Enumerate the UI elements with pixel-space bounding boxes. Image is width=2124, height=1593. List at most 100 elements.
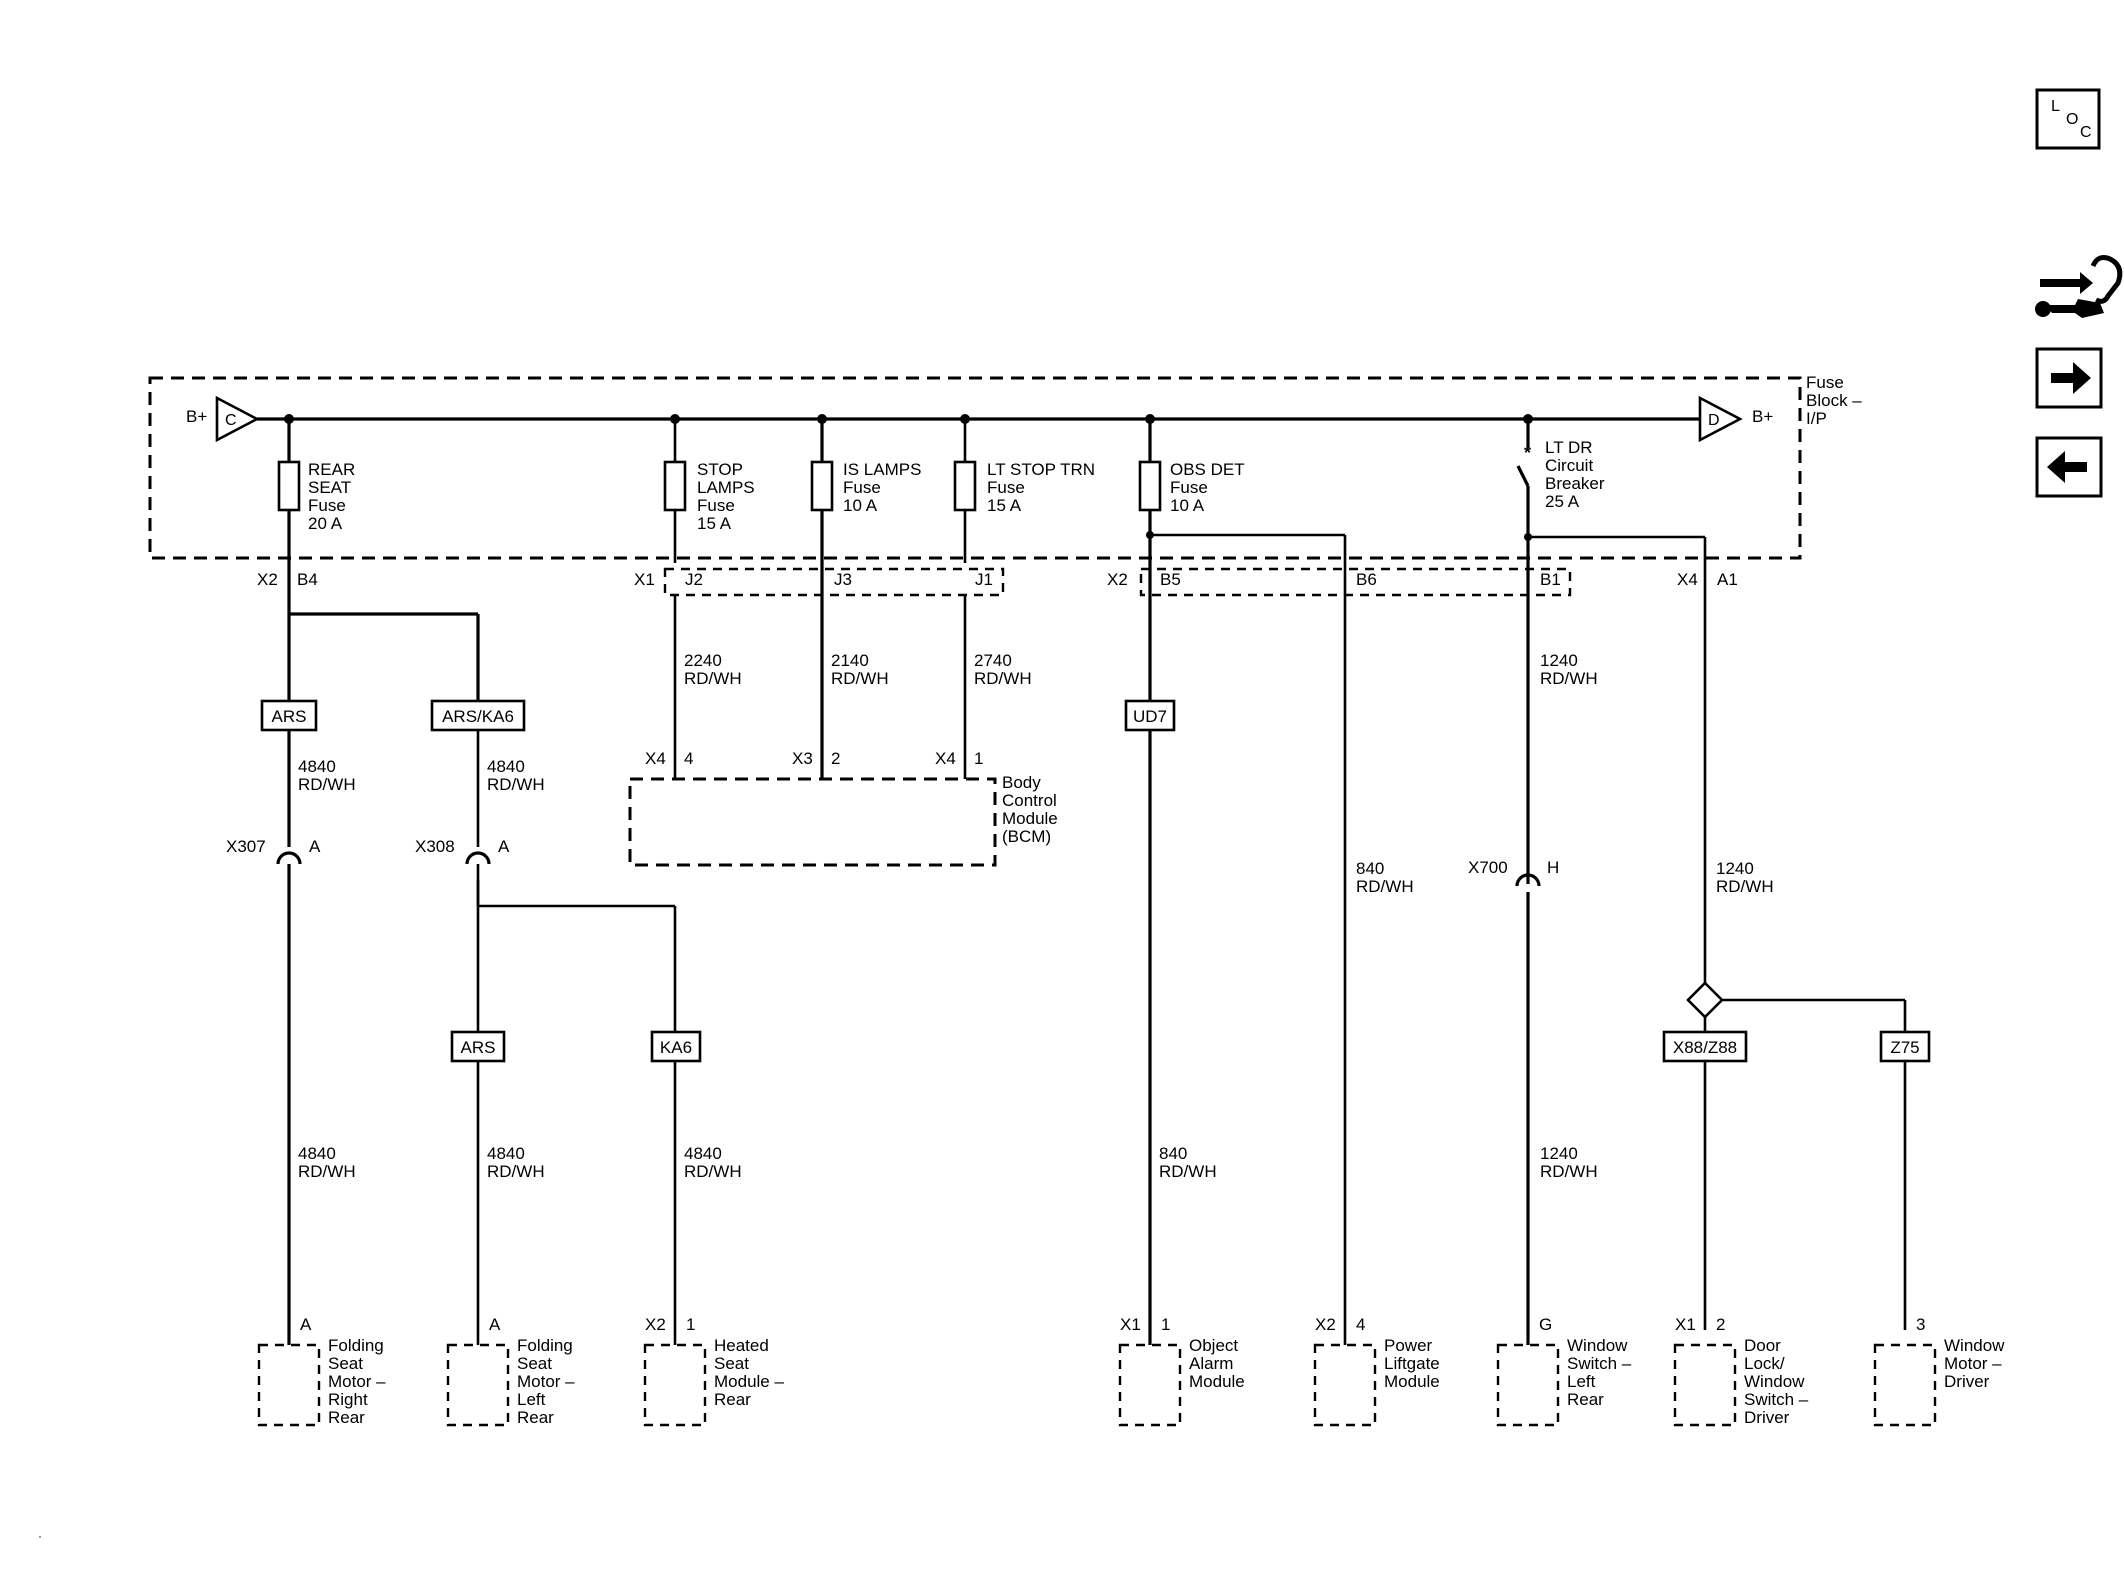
svg-text:1240: 1240 [1540, 1144, 1578, 1163]
svg-text:2: 2 [1716, 1315, 1725, 1334]
svg-text:X1: X1 [634, 570, 655, 589]
option-z75 [1879, 1030, 1931, 1063]
svg-text:LT STOP TRN: LT STOP TRN [987, 460, 1095, 479]
svg-text:RD/WH: RD/WH [487, 775, 545, 794]
svg-text:Rear: Rear [1567, 1390, 1604, 1409]
svg-text:Motor –: Motor – [1944, 1354, 2002, 1373]
prev-button[interactable] [2035, 436, 2103, 498]
svg-text:10 A: 10 A [843, 496, 878, 515]
wire-840-liftgate-num: 840 [1356, 859, 1384, 878]
svg-text:Module: Module [1002, 809, 1058, 828]
inline-connector-x700: X700 H [1468, 858, 1559, 892]
svg-text:Object: Object [1189, 1336, 1238, 1355]
svg-text:X2: X2 [645, 1315, 666, 1334]
svg-text:RD/WH: RD/WH [298, 1162, 356, 1181]
svg-text:B4: B4 [297, 570, 318, 589]
fuse-block-outline [148, 376, 1802, 560]
next-button[interactable] [2035, 347, 2103, 409]
loc-button[interactable]: L O C [2035, 88, 2101, 150]
connector-x1-bar [663, 567, 1005, 597]
loc-letter-c: C [2080, 124, 2092, 141]
svg-text:STOP: STOP [697, 460, 743, 479]
svg-text:4840: 4840 [487, 757, 525, 776]
arrow-left-icon [2047, 451, 2087, 483]
option-ars [260, 699, 318, 732]
svg-text:G: G [1539, 1315, 1552, 1334]
svg-text:Breaker: Breaker [1545, 474, 1605, 493]
splice-obs [1146, 531, 1154, 539]
svg-text:Folding: Folding [328, 1336, 384, 1355]
svg-text:LAMPS: LAMPS [697, 478, 755, 497]
fuse-block-label-1: Fuse [1806, 373, 1844, 392]
svg-text:4840: 4840 [298, 757, 336, 776]
svg-text:J1: J1 [975, 570, 993, 589]
svg-text:A: A [498, 837, 510, 856]
svg-text:4840: 4840 [684, 1144, 722, 1163]
svg-text:Window: Window [1744, 1372, 1805, 1391]
bcm-labels: X4 4 X3 2 X4 1 Body Control Module (BCM) [645, 749, 1058, 846]
svg-text:4840: 4840 [487, 1144, 525, 1163]
option-ars-lower-label: ARS [461, 1038, 496, 1057]
load-heated-seat-module-rear: X2 1 Heated Seat Module – Rear [643, 1315, 784, 1427]
svg-text:Right: Right [328, 1390, 368, 1409]
svg-text:Seat: Seat [328, 1354, 363, 1373]
circuit-breaker-lt-dr: * LT DR Circuit Breaker 25 A [1516, 419, 1605, 537]
svg-text:RD/WH: RD/WH [684, 669, 742, 688]
svg-text:Driver: Driver [1744, 1408, 1790, 1427]
svg-text:B6: B6 [1356, 570, 1377, 589]
svg-text:X308: X308 [415, 837, 455, 856]
svg-text:1: 1 [1161, 1315, 1170, 1334]
svg-text:2: 2 [831, 749, 840, 768]
load-folding-seat-motor-left-rear: A Folding Seat Motor – Left Rear [446, 1315, 575, 1427]
svg-text:Window: Window [1944, 1336, 2005, 1355]
svg-text:B1: B1 [1540, 570, 1561, 589]
svg-text:Fuse: Fuse [308, 496, 346, 515]
svg-text:RD/WH: RD/WH [1540, 1162, 1598, 1181]
svg-text:Left: Left [1567, 1372, 1596, 1391]
load-window-motor-driver: 3 Window Motor – Driver [1873, 1315, 2005, 1427]
load-object-alarm-module: X1 1 Object Alarm Module [1118, 1310, 1245, 1427]
svg-text:Fuse: Fuse [987, 478, 1025, 497]
svg-text:Motor –: Motor – [328, 1372, 386, 1391]
wire-1240-a1-num: 1240 [1716, 859, 1754, 878]
inline-connector-x308: X308 A [415, 837, 510, 865]
svg-text:15 A: 15 A [987, 496, 1022, 515]
svg-text:Module: Module [1189, 1372, 1245, 1391]
wire-labels-bcm: 2240 RD/WH 2140 RD/WH 2740 RD/WH [684, 651, 1032, 688]
svg-text:3: 3 [1916, 1315, 1925, 1334]
svg-text:2740: 2740 [974, 651, 1012, 670]
svg-text:X307: X307 [226, 837, 266, 856]
connector-labels: X2 B4 X1 J2 J3 J1 X2 B5 B6 B1 X4 A1 [257, 570, 1738, 589]
svg-text:Rear: Rear [517, 1408, 554, 1427]
wire-labels-lower: 4840 RD/WH 4840 RD/WH 4840 RD/WH 840 RD/… [298, 1144, 1598, 1181]
svg-text:X4: X4 [935, 749, 956, 768]
loc-letter-o: O [2066, 111, 2078, 128]
fuse-block-label-3: I/P [1806, 409, 1827, 428]
svg-text:RD/WH: RD/WH [684, 1162, 742, 1181]
svg-text:X2: X2 [257, 570, 278, 589]
svg-text:X2: X2 [1107, 570, 1128, 589]
wrench-arrows-icon[interactable] [2035, 255, 2123, 318]
svg-text:15 A: 15 A [697, 514, 732, 533]
loc-letter-l: L [2051, 98, 2060, 115]
svg-text:2240: 2240 [684, 651, 722, 670]
svg-text:1: 1 [686, 1315, 695, 1334]
svg-text:Module –: Module – [714, 1372, 784, 1391]
svg-text:A: A [309, 837, 321, 856]
load-folding-seat-motor-right-rear: A Folding Seat Motor – Right Rear [257, 1315, 386, 1427]
svg-text:1: 1 [974, 749, 983, 768]
svg-text:J2: J2 [685, 570, 703, 589]
wire-labels-upper-left: 4840 RD/WH 4840 RD/WH [298, 757, 545, 794]
svg-text:Alarm: Alarm [1189, 1354, 1233, 1373]
svg-text:X1: X1 [1120, 1315, 1141, 1334]
connector-x2-bar [1139, 567, 1572, 597]
svg-text:Heated: Heated [714, 1336, 769, 1355]
bplus-left-conn-letter: C [225, 412, 237, 429]
svg-text:Fuse: Fuse [843, 478, 881, 497]
svg-text:4: 4 [1356, 1315, 1365, 1334]
svg-text:RD/WH: RD/WH [1159, 1162, 1217, 1181]
option-ud7-label: UD7 [1133, 707, 1167, 726]
svg-text:Seat: Seat [714, 1354, 749, 1373]
option-x88-z88 [1662, 1030, 1748, 1063]
svg-text:10 A: 10 A [1170, 496, 1205, 515]
